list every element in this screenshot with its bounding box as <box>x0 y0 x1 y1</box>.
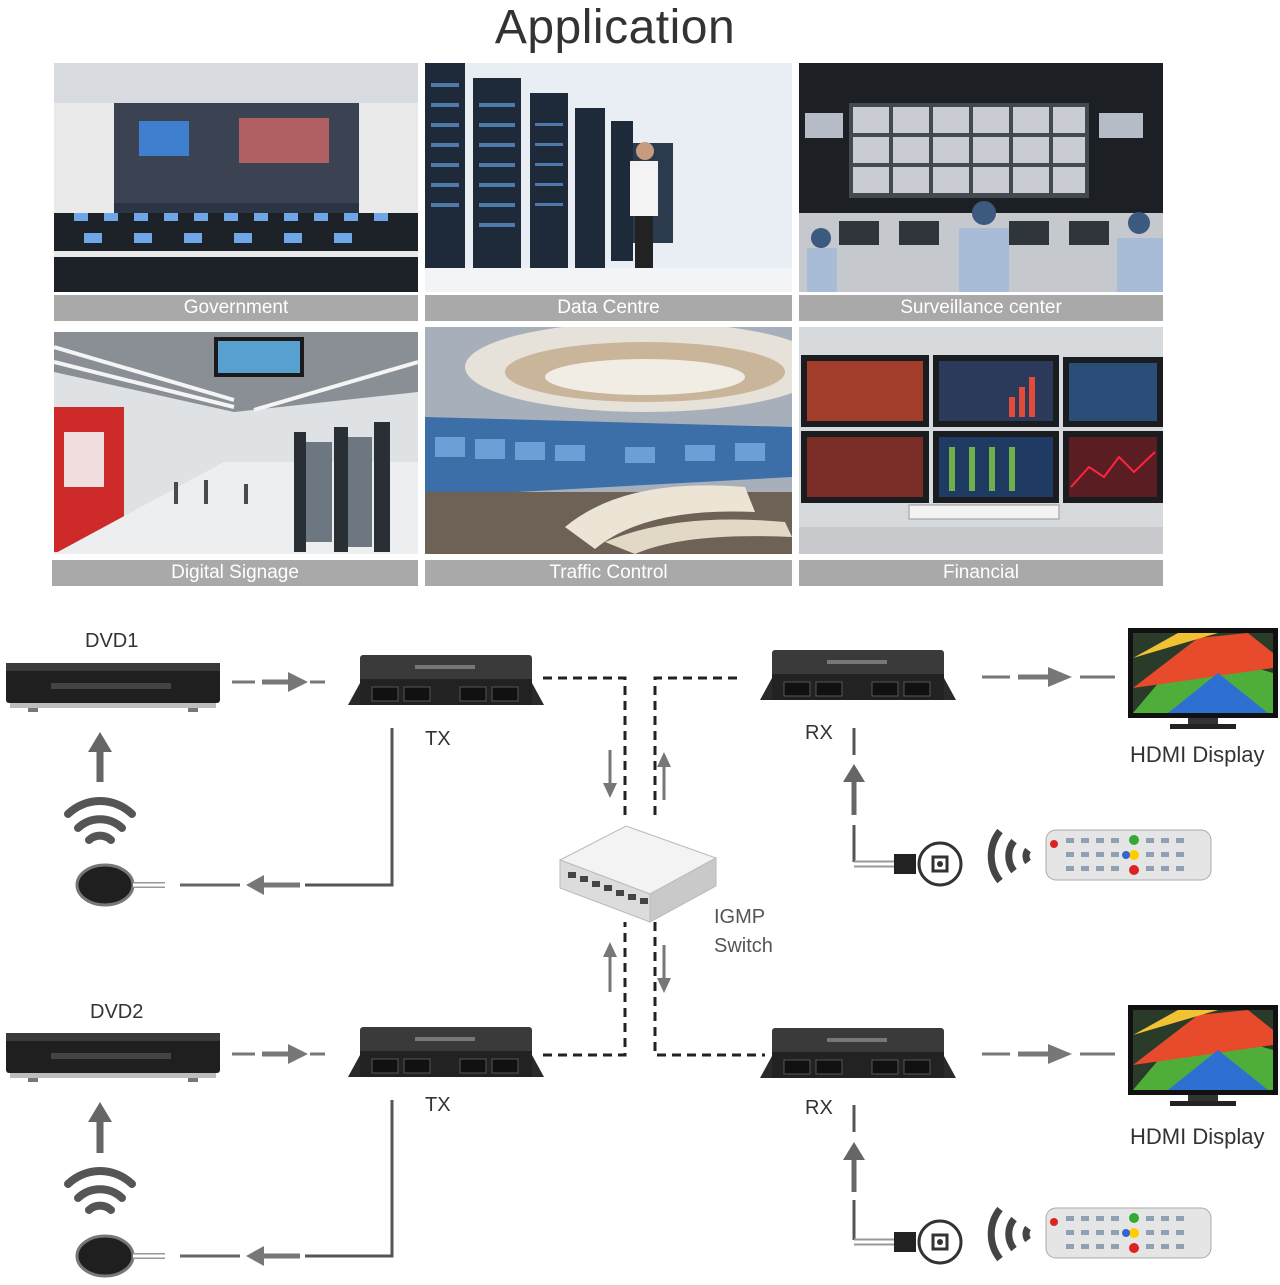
arrow-right <box>232 672 325 692</box>
arrow-right <box>982 667 1115 687</box>
ir-blaster-icon <box>77 1236 165 1276</box>
rx1-label: RX <box>805 722 833 744</box>
network-cable <box>543 922 627 1057</box>
connection-diagram <box>6 628 1278 1285</box>
page-title: Application <box>494 1 736 54</box>
tx2-label: TX <box>425 1094 451 1116</box>
arrow-up <box>88 732 112 782</box>
arrow-right <box>232 1044 325 1064</box>
igmp-switch <box>558 825 718 923</box>
financial-photo <box>799 327 1163 554</box>
caption-financial: Financial <box>799 560 1163 586</box>
tx1-label: TX <box>425 728 451 750</box>
switch-label-line2: Switch <box>714 935 773 957</box>
remote-control-icon <box>1045 1207 1212 1259</box>
caption-surveillance: Surveillance center <box>799 295 1163 321</box>
rx2-label: RX <box>805 1097 833 1119</box>
rx1-receiver <box>759 649 957 701</box>
caption-digital-signage: Digital Signage <box>52 560 418 586</box>
hdmi-display-2 <box>1128 1005 1278 1106</box>
caption-government: Government <box>54 295 418 321</box>
network-cable <box>543 676 627 815</box>
dvd1-player <box>6 663 220 712</box>
ir-signal-icon <box>68 801 132 840</box>
arrow-down <box>603 750 617 798</box>
switch-label-line1: IGMP <box>714 906 766 928</box>
arrow-right <box>982 1044 1115 1064</box>
arrow-down <box>657 945 671 993</box>
arrow-up <box>88 1102 112 1153</box>
remote-control-icon <box>1045 829 1212 881</box>
dvd2-label: DVD2 <box>90 1001 144 1023</box>
traffic-control-photo <box>425 327 792 554</box>
digital-signage-photo <box>54 332 418 554</box>
rx2-receiver <box>759 1027 957 1079</box>
dvd1-label: DVD1 <box>85 630 139 652</box>
network-cable <box>653 676 740 815</box>
surveillance-photo <box>799 63 1163 292</box>
arrow-up <box>843 1142 865 1192</box>
ir-blaster-icon <box>77 865 165 905</box>
arrow-up <box>843 764 865 815</box>
data-centre-photo <box>425 63 792 292</box>
government-photo <box>54 63 418 292</box>
caption-traffic-control: Traffic Control <box>425 560 792 586</box>
dvd2-player <box>6 1033 220 1082</box>
tx2-transmitter <box>347 1026 545 1078</box>
arrow-up <box>657 752 671 800</box>
ir-signal-icon <box>991 1209 1028 1259</box>
ir-receiver-icon <box>854 843 961 885</box>
ir-receiver-icon <box>854 1221 961 1263</box>
ir-cable <box>180 1100 394 1266</box>
arrow-up <box>603 942 617 992</box>
display2-label: HDMI Display <box>1130 1124 1265 1149</box>
caption-data-centre: Data Centre <box>425 295 792 321</box>
display1-label: HDMI Display <box>1130 742 1265 767</box>
hdmi-display-1 <box>1128 628 1278 729</box>
ir-signal-icon <box>68 1171 132 1210</box>
tx1-transmitter <box>347 654 545 706</box>
ir-cable <box>180 728 394 895</box>
ir-signal-icon <box>991 831 1028 881</box>
